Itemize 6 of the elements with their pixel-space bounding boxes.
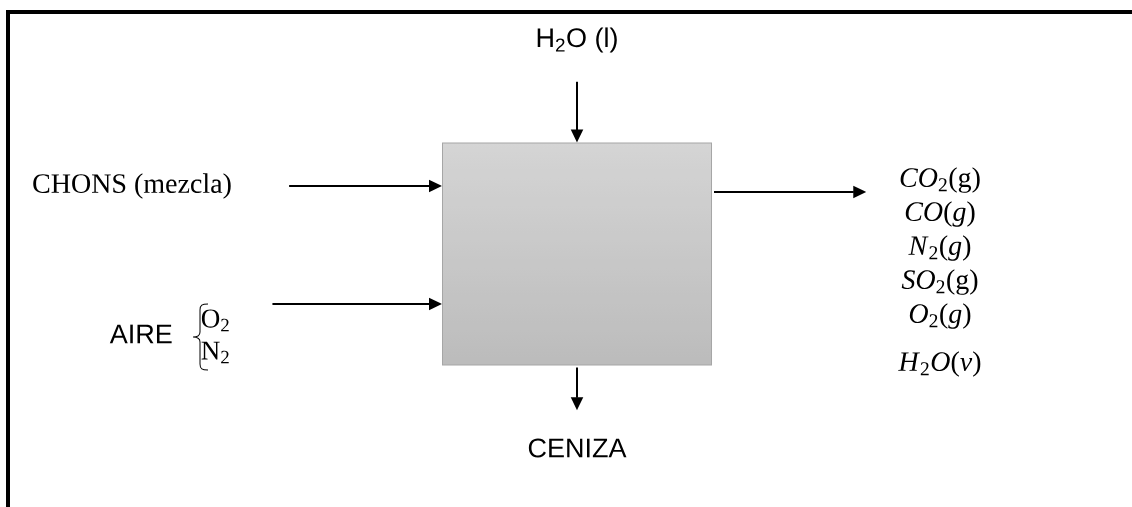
stream-label: CHONS (mezcla) <box>33 173 231 199</box>
stream-label: H$_{2}$O (l) <box>537 27 617 53</box>
stream-label: AIRE O$_{2}$ N$_{2}$ <box>109 309 229 364</box>
stream-list: CO$_{2}$(g) CO(g) N$_{2}$(g) SO$_{2}$(g) O$_{2}$(g) H$_{2}$O(v) <box>898 167 981 377</box>
process-box <box>442 142 712 366</box>
stream-label: CENIZA <box>528 438 627 458</box>
